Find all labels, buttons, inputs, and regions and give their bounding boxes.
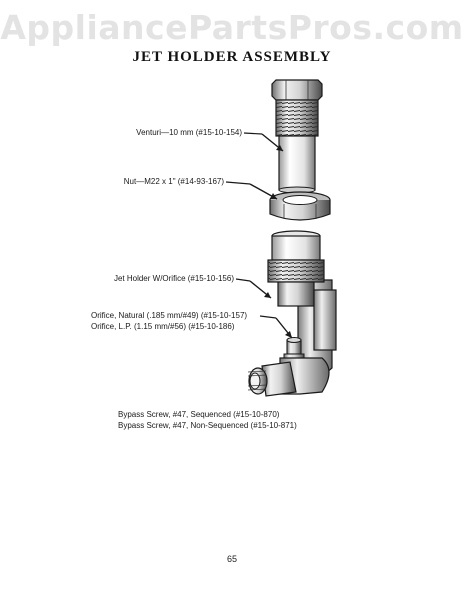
nut-part [269,191,331,221]
leader-line-nut [225,181,278,200]
label-bypass-non-sequenced: Bypass Screw, #47, Non-Sequenced (#15-10… [118,421,297,430]
bypass-screw-part [247,367,268,395]
label-venturi: Venturi—10 mm (#15-10-154) [136,128,242,137]
elbow-base-part [261,357,330,397]
diagram-title: JET HOLDER ASSEMBLY [132,49,332,65]
label-nut: Nut—M22 x 1" (#14-93-167) [123,177,224,186]
leader-line-jet-holder [235,278,272,299]
orifice-part [283,337,305,361]
watermark: AppliancePartsPros.com [0,8,464,47]
leader-line-orifice [259,315,293,339]
label-jet-holder: Jet Holder W/Orifice (#15-10-156) [113,274,234,283]
page-number: 65 [226,554,237,564]
label-bypass-sequenced: Bypass Screw, #47, Sequenced (#15-10-870… [118,410,280,419]
label-orifice-lp: Orifice, L.P. (1.15 mm/#56) (#15-10-186) [91,322,235,331]
leader-line-venturi [243,132,284,152]
venturi-part [271,79,323,194]
label-orifice-natural: Orifice, Natural (.185 mm/#49) (#15-10-1… [91,311,248,320]
jet-holder-part [267,230,337,381]
